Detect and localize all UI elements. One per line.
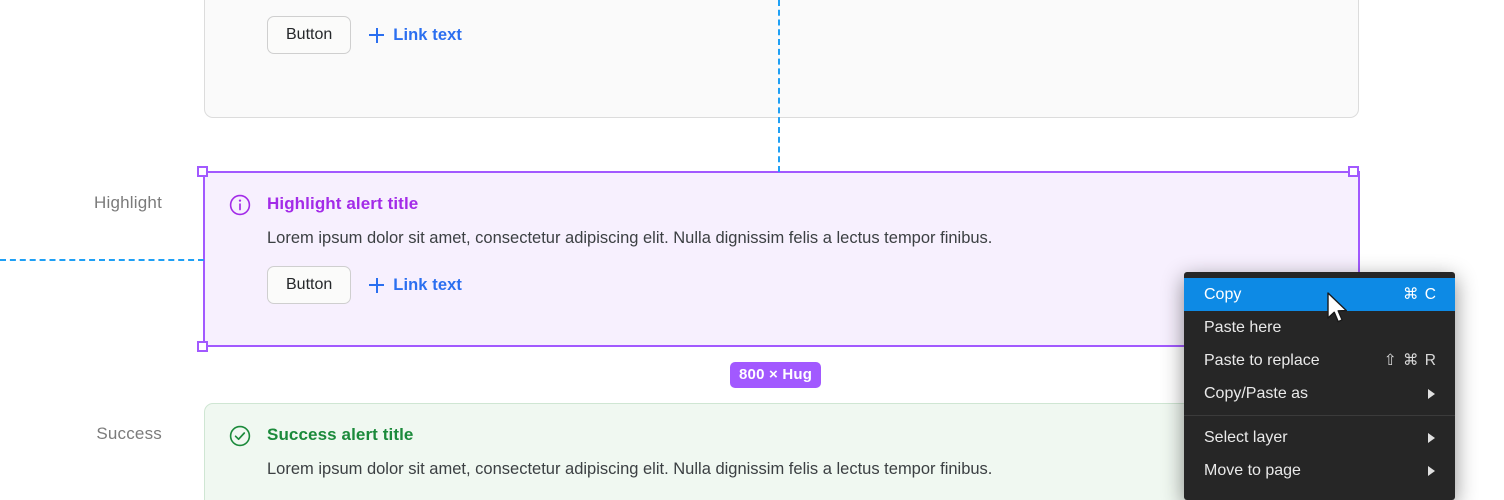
submenu-arrow-icon [1428, 388, 1435, 399]
horizontal-alignment-guide [0, 259, 204, 261]
alert-body-success: Lorem ipsum dolor sit amet, consectetur … [267, 460, 993, 478]
selection-handle-bottom-left[interactable] [197, 341, 208, 352]
check-circle-icon [229, 425, 251, 447]
submenu-arrow-icon [1428, 465, 1435, 476]
ctx-copy-paste-as-label: Copy/Paste as [1204, 384, 1309, 402]
ctx-select-layer[interactable]: Select layer [1184, 421, 1455, 454]
ctx-separator [1184, 415, 1455, 416]
alert-head-highlight: Highlight alert title [229, 193, 1334, 216]
ctx-copy-shortcut: ⌘ C [1403, 286, 1437, 303]
alert-button-default[interactable]: Button [267, 16, 352, 54]
row-label-highlight: Highlight [94, 193, 162, 212]
vertical-alignment-guide [778, 0, 780, 172]
alert-card-success[interactable]: Success alert title Lorem ipsum dolor si… [204, 403, 1359, 500]
ctx-copy-paste-as[interactable]: Copy/Paste as [1184, 377, 1455, 410]
alert-card-highlight[interactable]: Highlight alert title Lorem ipsum dolor … [204, 172, 1359, 346]
alert-title-success: Success alert title [267, 425, 414, 444]
plus-icon [369, 277, 385, 293]
ctx-copy-label: Copy [1204, 285, 1242, 303]
ctx-paste-to-replace-shortcut: ⇧ ⌘ R [1383, 352, 1437, 369]
alert-button-highlight[interactable]: Button [267, 266, 352, 304]
alert-head-success: Success alert title [229, 424, 1334, 447]
alert-actions-highlight: Button Link text [267, 266, 1334, 304]
alert-link-label-highlight: Link text [393, 275, 463, 294]
plus-icon [369, 27, 385, 43]
submenu-arrow-icon [1428, 432, 1435, 443]
alert-title-highlight: Highlight alert title [267, 194, 419, 213]
ctx-copy[interactable]: Copy ⌘ C [1184, 278, 1455, 311]
ctx-paste-here[interactable]: Paste here [1184, 311, 1455, 344]
size-badge: 800 × Hug [730, 362, 822, 388]
ctx-select-layer-label: Select layer [1204, 428, 1288, 446]
alert-card-default[interactable]: Lorem ipsum dolor sit amet, consectetur … [204, 0, 1359, 118]
ctx-move-to-page-label: Move to page [1204, 461, 1301, 479]
row-label-success: Success [96, 424, 162, 443]
ctx-paste-to-replace-label: Paste to replace [1204, 351, 1320, 369]
alert-actions-default: Button Link text [267, 16, 1334, 54]
selection-handle-top-right[interactable] [1348, 166, 1359, 177]
alert-body-highlight: Lorem ipsum dolor sit amet, consectetur … [267, 229, 993, 247]
ctx-paste-here-label: Paste here [1204, 318, 1282, 336]
info-circle-icon [229, 194, 251, 216]
alert-link-label-default: Link text [393, 25, 463, 44]
ctx-move-to-page[interactable]: Move to page [1184, 454, 1455, 487]
ctx-paste-to-replace[interactable]: Paste to replace ⇧ ⌘ R [1184, 344, 1455, 377]
alert-link-default[interactable]: Link text [369, 26, 462, 45]
selection-handle-top-left[interactable] [197, 166, 208, 177]
alert-link-highlight[interactable]: Link text [369, 276, 462, 295]
